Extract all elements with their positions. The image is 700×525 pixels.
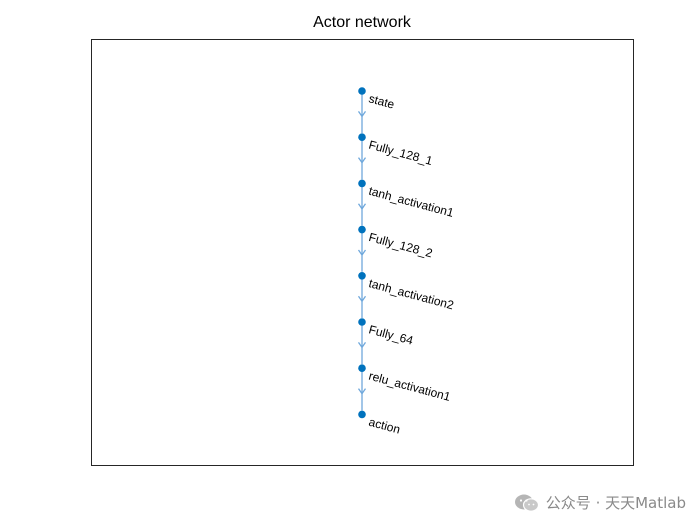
wechat-icon	[514, 494, 539, 512]
node-Fully_64: Fully_64	[358, 318, 415, 348]
edges-layer	[357, 91, 367, 411]
node-action: action	[358, 410, 402, 437]
node-Fully_128_1: Fully_128_1	[358, 133, 434, 168]
axes-box	[91, 39, 634, 466]
plot-title: Actor network	[313, 14, 411, 31]
watermark: 公众号 · 天天Matlab	[514, 492, 686, 513]
edge-arrowhead	[357, 342, 367, 349]
node-marker	[358, 272, 366, 280]
node-marker	[358, 364, 366, 373]
node-label: Fully_128_1	[367, 138, 434, 169]
edge-arrowhead	[357, 295, 367, 303]
node-label: Fully_64	[367, 322, 415, 347]
node-label: action	[367, 415, 402, 437]
watermark-text: 公众号 · 天天Matlab	[545, 494, 686, 512]
node-marker	[358, 87, 366, 95]
node-label: tanh_activation2	[367, 276, 455, 312]
node-marker	[358, 410, 366, 419]
edge-arrowhead	[357, 203, 367, 210]
node-label: Fully_128_2	[367, 230, 434, 261]
edge-arrowhead	[357, 249, 367, 257]
node-marker	[358, 318, 366, 326]
node-marker	[358, 225, 366, 234]
edge-arrowhead	[357, 388, 367, 395]
node-label: relu_activation1	[367, 369, 452, 404]
node-Fully_128_2: Fully_128_2	[358, 225, 434, 261]
edge-arrowhead	[357, 111, 367, 118]
node-marker	[358, 179, 366, 188]
node-tanh_activation1: tanh_activation1	[358, 179, 456, 220]
edge-arrowhead	[357, 157, 367, 164]
node-state: state	[358, 87, 396, 112]
node-tanh_activation2: tanh_activation2	[358, 272, 456, 312]
node-label: state	[367, 91, 396, 111]
node-label: tanh_activation1	[367, 184, 455, 220]
node-relu_activation1: relu_activation1	[358, 364, 452, 404]
node-marker	[358, 133, 366, 141]
